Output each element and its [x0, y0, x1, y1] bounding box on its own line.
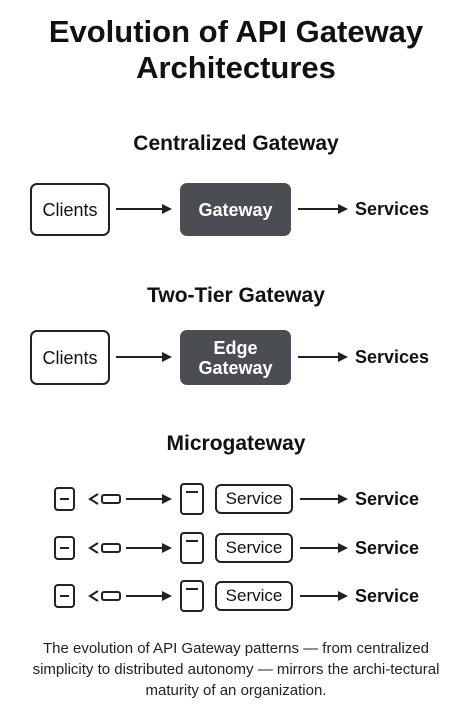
service-box-label: Service: [225, 538, 283, 557]
service-label: Service: [355, 489, 420, 509]
gateway-device-icon: [180, 532, 204, 564]
edge-gateway-line-2: Gateway: [198, 357, 273, 378]
service-box: Service: [215, 533, 293, 563]
gateway-device-icon: [180, 483, 204, 515]
service-box: Service: [215, 581, 293, 611]
edge-gateway-line-1: Edge: [213, 337, 258, 358]
service-box: Service: [215, 484, 293, 514]
clients-label: Clients: [42, 347, 98, 368]
service-label: Service: [355, 538, 420, 558]
caption-text: The evolution of API Gateway patterns — …: [32, 640, 440, 699]
link-icon: [88, 590, 121, 602]
services-label: Services: [355, 347, 430, 367]
micro-row-2-graphics: [54, 532, 348, 564]
micro-row-3-graphics: [54, 580, 348, 612]
client-device-icon: [54, 536, 75, 560]
gateway-device-icon: [180, 580, 204, 612]
title-line-1: Evolution of API Gateway: [48, 14, 424, 49]
clients-box: Clients: [30, 330, 110, 385]
page-title: Evolution of API Gateway Architectures: [0, 14, 472, 86]
section-heading-microgateway: Microgateway: [166, 432, 306, 455]
clients-label: Clients: [42, 199, 98, 220]
service-label: Service: [355, 586, 420, 606]
title-line-2: Architectures: [136, 50, 336, 85]
link-icon: [88, 493, 121, 505]
link-icon: [88, 542, 121, 554]
client-device-icon: [54, 487, 75, 511]
section-heading-two-tier: Two-Tier Gateway: [147, 284, 325, 307]
services-label: Services: [355, 199, 430, 219]
clients-box: Clients: [30, 183, 110, 236]
gateway-label: Gateway: [198, 199, 273, 220]
edge-gateway-box: Edge Gateway: [180, 330, 291, 385]
client-device-icon: [54, 584, 75, 608]
gateway-box: Gateway: [180, 183, 291, 236]
micro-row-1-graphics: [54, 483, 348, 515]
service-box-label: Service: [225, 489, 283, 508]
service-box-label: Service: [225, 586, 283, 605]
section-heading-centralized: Centralized Gateway: [133, 132, 339, 155]
